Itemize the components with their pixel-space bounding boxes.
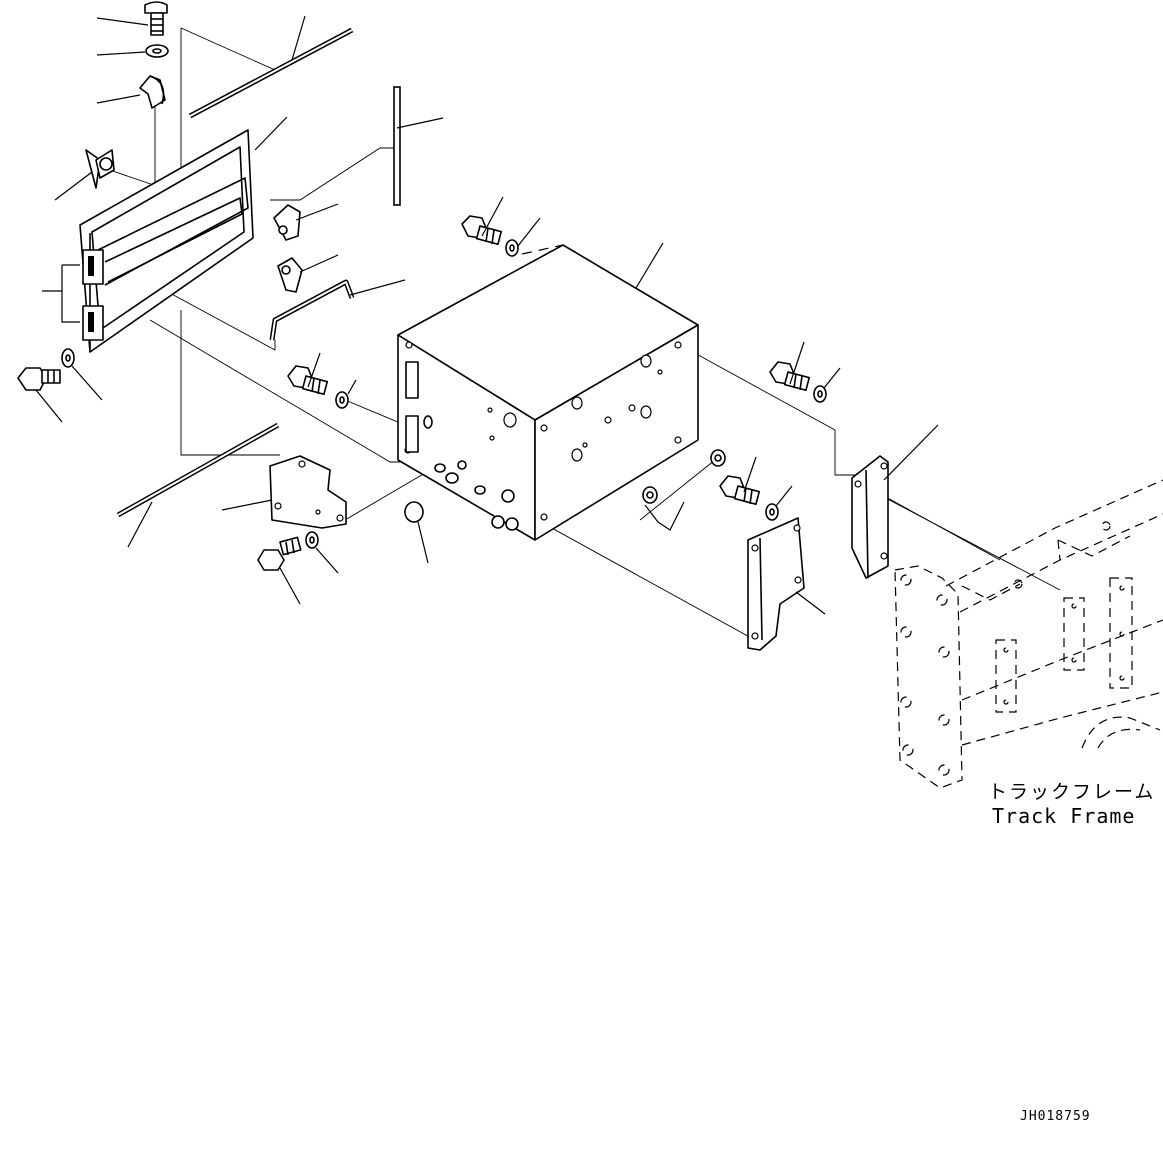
hex-bolt-top	[461, 215, 503, 246]
drawing-code: JH018759	[1020, 1109, 1091, 1124]
round-head-screw	[144, 1, 168, 36]
washer-left	[61, 348, 75, 368]
mounting-bracket-upper	[851, 455, 889, 579]
track-frame-label-en: Track Frame	[992, 804, 1135, 828]
spring-clip	[139, 75, 166, 109]
washer-right-upper	[813, 385, 827, 403]
hinge-upper	[82, 249, 104, 285]
hex-bolt-right-upper	[769, 361, 811, 392]
washer-lower	[305, 531, 319, 549]
washer-middle	[335, 391, 349, 409]
wing-latch	[85, 149, 115, 189]
washer-right-lower	[765, 503, 779, 521]
rod-lower	[116, 422, 280, 518]
track-frame	[894, 479, 1163, 789]
hinge-lower	[82, 305, 104, 341]
front-studs	[423, 415, 519, 531]
cap-plug	[404, 501, 424, 523]
mounting-bracket-lower	[747, 517, 805, 651]
hex-bolt-lower	[257, 536, 302, 571]
hex-bolt-middle	[287, 365, 329, 396]
side-grommets	[642, 449, 726, 504]
washer-top	[505, 239, 519, 257]
terminal-bracket	[269, 455, 347, 529]
bent-rod	[269, 279, 355, 341]
tab-bracket	[277, 257, 303, 293]
hex-bolt-right-lower	[719, 475, 761, 506]
track-frame-label-jp: トラックフレーム	[988, 781, 1155, 803]
hex-bolt-left	[17, 367, 61, 391]
rod-vertical	[393, 86, 401, 206]
rod-upper	[188, 27, 354, 119]
catch-bracket	[273, 204, 301, 241]
battery-box	[397, 242, 699, 541]
top-washer	[145, 44, 169, 58]
